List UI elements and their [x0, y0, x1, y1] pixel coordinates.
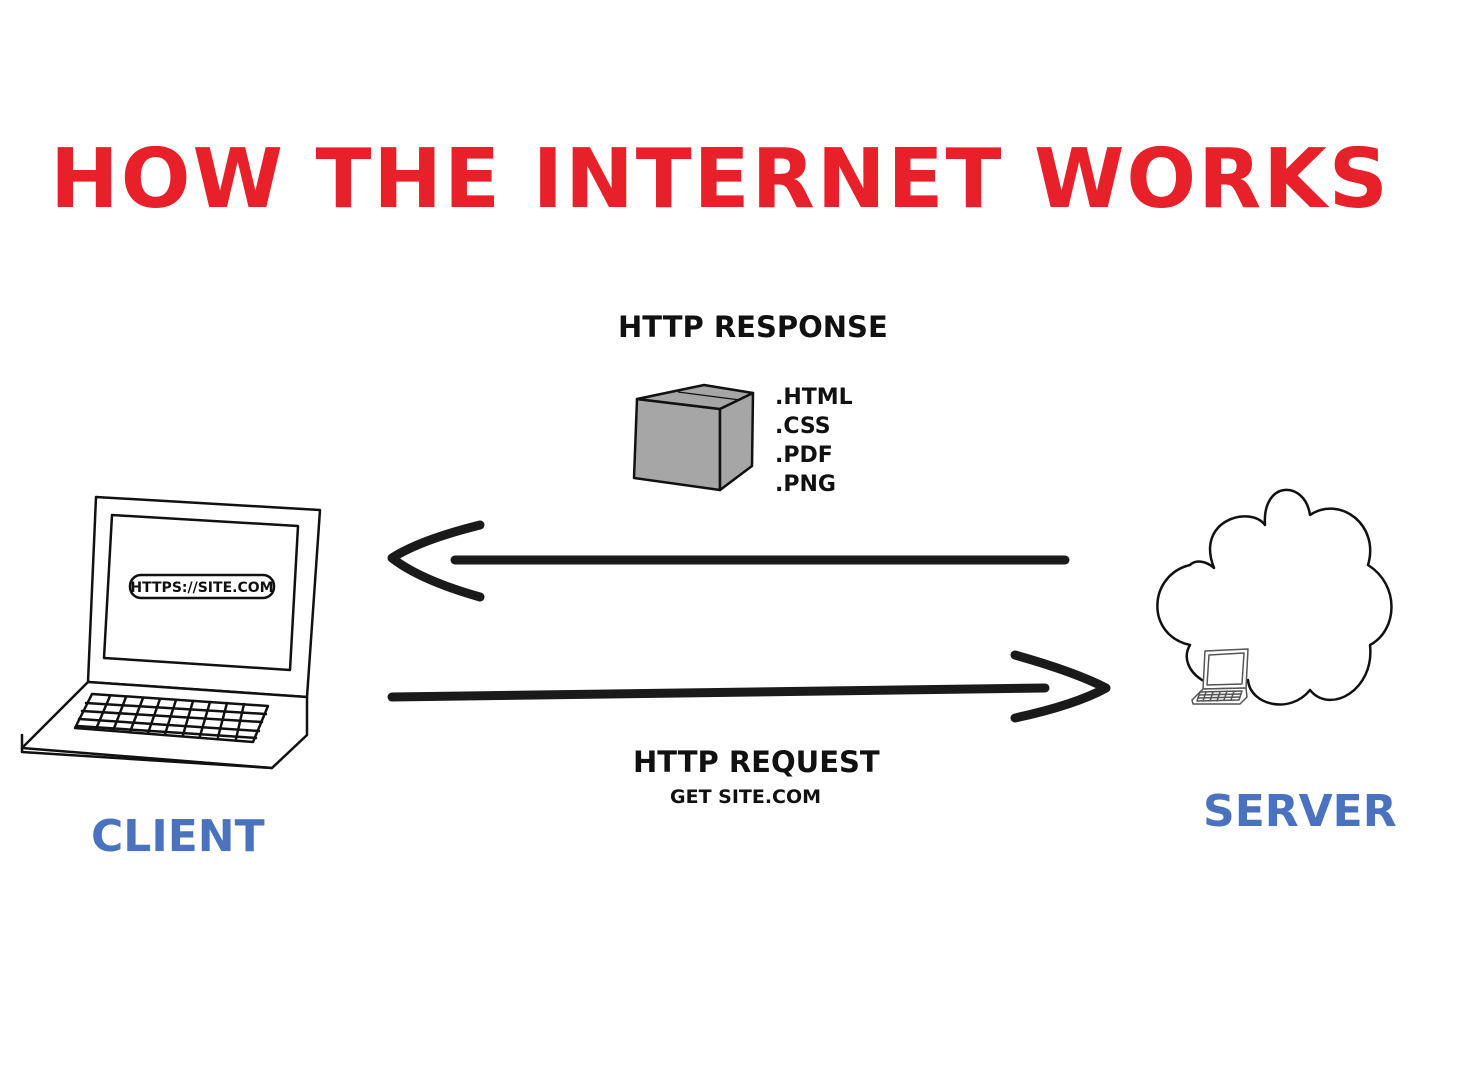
- http-request-label: HTTP REQUEST: [633, 745, 880, 779]
- http-response-label: HTTP RESPONSE: [618, 310, 888, 344]
- url-bar: HTTPS://SITE.COM: [128, 573, 276, 600]
- server-cloud-icon: [1156, 488, 1393, 706]
- server-label: SERVER: [1203, 786, 1397, 837]
- response-file-list: .HTML .CSS .PDF .PNG: [775, 383, 853, 499]
- client-label: CLIENT: [91, 811, 265, 862]
- file-type-item: .HTML: [775, 385, 853, 410]
- server-laptop-icon: [1191, 648, 1249, 705]
- response-arrow: [387, 520, 1070, 602]
- file-type-item: .CSS: [775, 414, 831, 439]
- file-type-item: .PDF: [775, 443, 833, 468]
- http-request-detail: GET SITE.COM: [670, 786, 822, 808]
- request-arrow: [387, 650, 1111, 723]
- file-type-item: .PNG: [775, 472, 836, 497]
- url-bar-text: HTTPS://SITE.COM: [130, 580, 273, 596]
- diagram-title: HOW THE INTERNET WORKS: [50, 132, 1390, 227]
- package-box-icon: [632, 383, 755, 492]
- client-laptop-icon: [20, 495, 322, 770]
